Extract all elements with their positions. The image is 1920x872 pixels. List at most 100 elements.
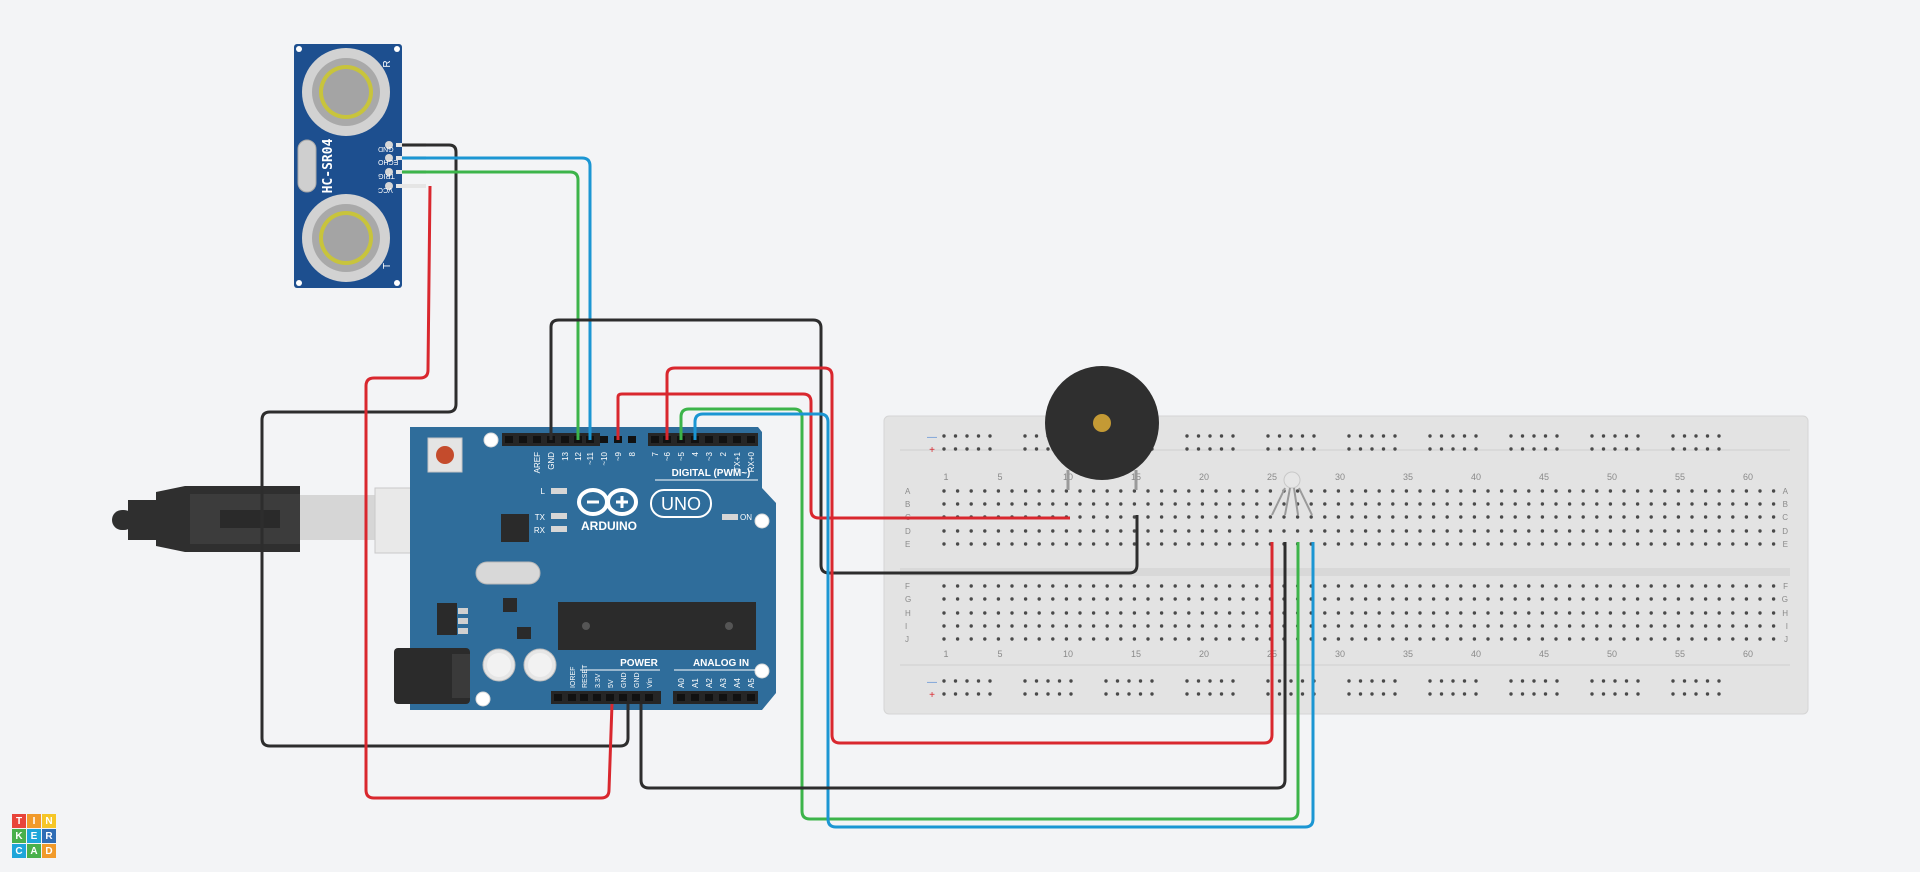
tinkercad-logo: T I N K E R C A D (12, 814, 56, 858)
digital-pin-label: 13 (561, 451, 570, 460)
logo-letter: T (12, 814, 26, 828)
row-label: D (905, 527, 911, 536)
logo-letter: E (27, 829, 41, 843)
column-number-bottom: 1 (943, 649, 948, 659)
analog-pin-label: A4 (733, 678, 742, 688)
digital-pin-label: 8 (628, 451, 637, 456)
power-pin-label: GND (634, 672, 641, 688)
wire-gnd-buzzer[interactable] (549, 318, 1139, 575)
digital-pin-label: GND (547, 452, 556, 470)
digital-pin-label: ~5 (677, 451, 686, 461)
column-number-bottom: 10 (1063, 649, 1073, 659)
digital-pin-label: AREF (533, 452, 542, 473)
digital-pin-label: 7 (651, 451, 660, 456)
row-label: H (905, 609, 911, 618)
power-pin-label: Vin (647, 678, 654, 688)
rgb-led[interactable] (1271, 471, 1313, 516)
logo-letter: N (42, 814, 56, 828)
column-number-bottom: 50 (1607, 649, 1617, 659)
rail-label: — (927, 677, 937, 688)
row-label: H (1782, 609, 1788, 618)
analog-pin-label: A3 (719, 678, 728, 688)
led-label-rx: RX (534, 526, 546, 535)
row-label: A (1783, 487, 1789, 496)
analog-pin-label: A5 (747, 678, 756, 688)
wire-pin5-led-green[interactable] (679, 407, 1300, 821)
row-label: E (905, 540, 910, 549)
on-label: ON (740, 513, 752, 522)
power-pin-label: IOREF (570, 667, 577, 688)
digital-pin-label: 12 (574, 451, 583, 460)
column-number-top: 20 (1199, 472, 1209, 482)
row-label: J (905, 635, 909, 644)
digital-pin-label: ~6 (663, 451, 672, 461)
wire-pin3-led-blue[interactable] (693, 412, 1315, 829)
column-number-top: 40 (1471, 472, 1481, 482)
sensor-pin-label: GND (378, 145, 394, 152)
sensor-side-label-t: T (382, 263, 393, 269)
sensor-side-label-r: R (382, 60, 393, 67)
digital-pin-label: ~11 (586, 451, 595, 465)
reset-button[interactable] (427, 437, 463, 473)
logo-letter: A (27, 844, 41, 858)
digital-pin-label: ~9 (614, 451, 623, 461)
wire-pin6-led-red[interactable] (665, 366, 1274, 745)
uno-badge: UNO (661, 494, 701, 514)
analog-pin-label: A0 (677, 678, 686, 688)
column-number-bottom: 40 (1471, 649, 1481, 659)
breadboard: 1155101015152020252530303535404045455050… (883, 415, 1809, 715)
sensor-pin-label: VCC (378, 186, 393, 193)
row-label: F (1783, 582, 1788, 591)
power-pin-label: 3.3V (595, 673, 602, 688)
wire-sensor-gnd[interactable] (260, 143, 630, 748)
wire-sensor-echo[interactable] (402, 156, 592, 440)
power-jack[interactable] (394, 648, 470, 704)
row-label: I (1786, 622, 1788, 631)
digital-header-label: DIGITAL (PWM~) (672, 468, 751, 479)
wire-gnd-led-common[interactable] (639, 542, 1287, 790)
power-pin-label: GND (621, 672, 628, 688)
sensor-crystal (297, 139, 317, 193)
sensor-pin[interactable] (385, 154, 393, 162)
column-number-bottom: 45 (1539, 649, 1549, 659)
piezo-buzzer[interactable] (1045, 366, 1159, 490)
logo-letter: C (12, 844, 26, 858)
column-number-bottom: 20 (1199, 649, 1209, 659)
power-header-label: POWER (620, 658, 659, 669)
sensor-pin[interactable] (385, 141, 393, 149)
analog-header-label: ANALOG IN (693, 658, 749, 669)
transducer-t (302, 194, 390, 282)
row-label: C (1782, 513, 1788, 522)
logo-letter: D (42, 844, 56, 858)
crystal (475, 561, 541, 585)
arduino-infinity-logo (577, 488, 638, 516)
rail-label: — (927, 432, 937, 443)
wire-pin9-buzzer[interactable] (616, 392, 1070, 520)
row-label: G (905, 595, 911, 604)
digital-pin-label: TX+1 (733, 451, 742, 471)
wire-sensor-trig[interactable] (402, 170, 580, 440)
row-label: J (1784, 635, 1788, 644)
sensor-model-label: HC-SR04 (321, 138, 336, 193)
rail-label: + (929, 445, 935, 456)
row-label: G (1782, 595, 1788, 604)
column-number-top: 30 (1335, 472, 1345, 482)
row-label: A (905, 487, 911, 496)
digital-pin-label: 2 (719, 451, 728, 456)
column-number-bottom: 60 (1743, 649, 1753, 659)
sensor-pin[interactable] (385, 168, 393, 176)
row-label: E (1783, 540, 1788, 549)
row-label: D (1782, 527, 1788, 536)
row-label: F (905, 582, 910, 591)
logo-letter: R (42, 829, 56, 843)
row-label: B (1783, 500, 1788, 509)
atmega-chip (558, 602, 756, 650)
column-number-top: 25 (1267, 472, 1277, 482)
row-label: I (905, 622, 907, 631)
sensor-pin[interactable] (385, 182, 393, 190)
wire-sensor-vcc[interactable] (364, 185, 614, 800)
arduino-uno-board[interactable]: ARDUINO UNO DIGITAL (PWM~) POWER ANALOG … (394, 427, 776, 710)
column-number-top: 1 (943, 472, 948, 482)
